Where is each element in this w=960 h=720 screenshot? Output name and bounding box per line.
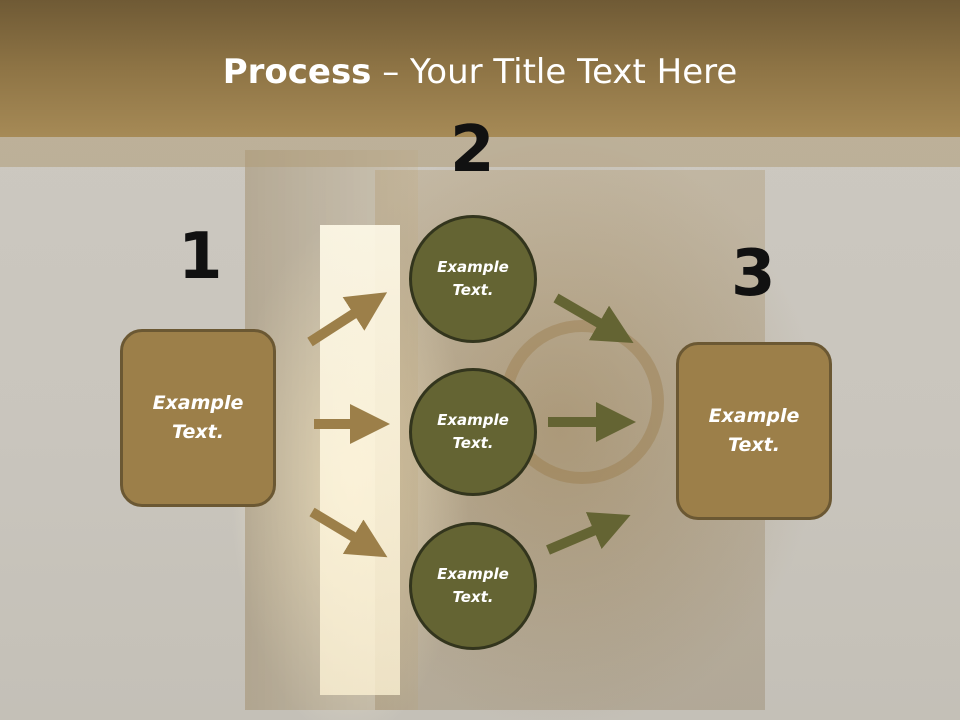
- arrow-1-to-top: [307, 292, 388, 347]
- step-number-3: 3: [731, 237, 776, 311]
- step-2-circle-bottom: Example Text.: [409, 522, 537, 650]
- step-2-circle-top: Example Text.: [409, 215, 537, 343]
- step-3-box: Example Text.: [676, 342, 832, 520]
- step-number-1: 1: [178, 220, 223, 294]
- slide-title: Process – Your Title Text Here: [0, 52, 960, 92]
- step-number-2: 2: [450, 113, 495, 187]
- step-1-box: Example Text.: [120, 329, 276, 507]
- slide-title-rest: – Your Title Text Here: [371, 52, 738, 92]
- step-2-circle-middle: Example Text.: [409, 368, 537, 496]
- slide-title-bold: Process: [222, 52, 372, 92]
- title-bar: [0, 0, 960, 137]
- arrow-1-to-bottom: [309, 507, 388, 558]
- arrow-top-to-3: [553, 293, 634, 344]
- title-bar-band: [0, 137, 960, 167]
- arrow-bottom-to-3: [546, 512, 631, 555]
